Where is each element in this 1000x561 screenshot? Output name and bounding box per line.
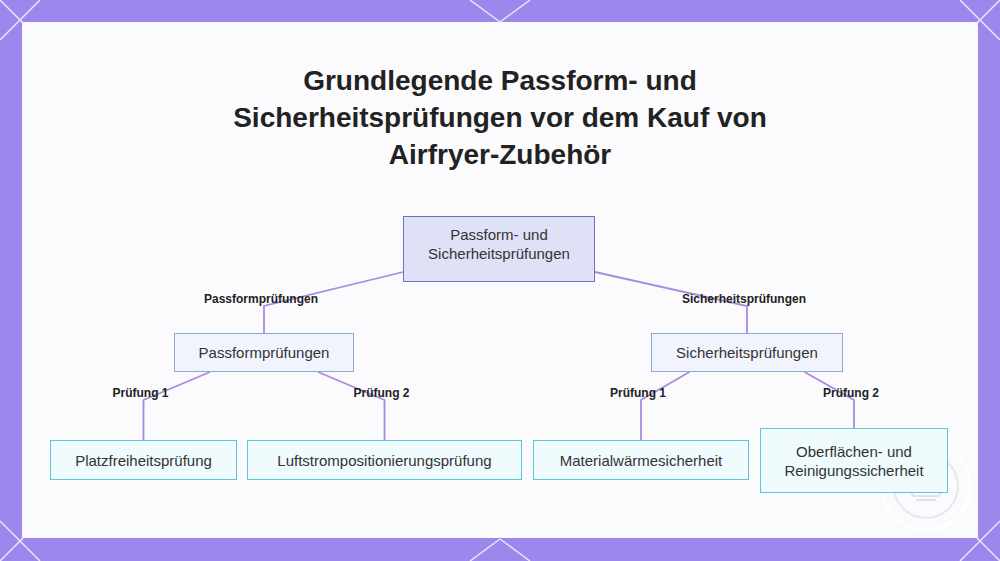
node-text: Sicherheitsprüfungen <box>676 343 818 362</box>
edge-label: Prüfung 2 <box>354 386 410 400</box>
node-text: Passformprüfungen <box>199 343 330 362</box>
tree-connector <box>641 372 689 440</box>
tree-connector <box>144 372 211 440</box>
check-box: Luftstrompositionierungsprüfung <box>247 440 522 480</box>
edge-label: Passformprüfungen <box>204 292 318 306</box>
node-text: Luftstrompositionierungsprüfung <box>277 451 491 470</box>
node-text: Passform- und Sicherheitsprüfungen <box>410 225 588 263</box>
check-box: Oberflächen- und Reinigungssicherheit <box>760 428 948 493</box>
edge-label: Prüfung 2 <box>823 386 879 400</box>
edge-label: Sicherheitsprüfungen <box>682 292 806 306</box>
node-text: Platzfreiheitsprüfung <box>75 451 212 470</box>
edge-label: Prüfung 1 <box>610 386 666 400</box>
node-text: Oberflächen- und Reinigungssicherheit <box>767 442 941 480</box>
tree-connector <box>805 372 854 428</box>
tree-connector <box>318 372 385 440</box>
node-text: Materialwärmesicherheit <box>560 451 723 470</box>
root-box: Passform- und Sicherheitsprüfungen <box>403 216 595 282</box>
diagram-title: Grundlegende Passform- und Sicherheitspr… <box>225 62 775 173</box>
category-box: Passformprüfungen <box>174 333 354 372</box>
check-box: Platzfreiheitsprüfung <box>50 440 237 480</box>
edge-label: Prüfung 1 <box>113 386 169 400</box>
check-box: Materialwärmesicherheit <box>533 440 749 480</box>
category-box: Sicherheitsprüfungen <box>651 333 843 372</box>
